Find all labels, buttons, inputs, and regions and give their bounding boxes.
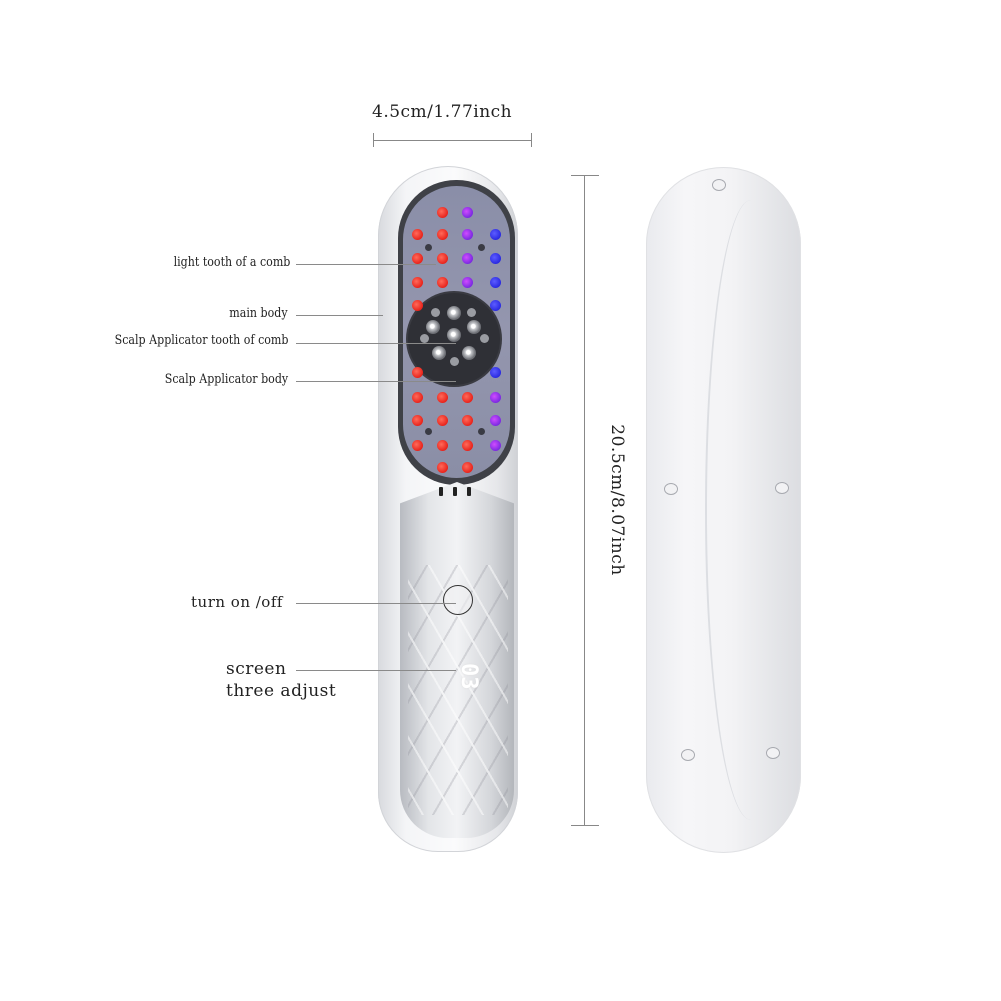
width-dimension-line [373, 140, 532, 141]
led-tooth [412, 229, 423, 240]
callout-applicator-body-leader [296, 381, 456, 382]
led-tooth [437, 277, 448, 288]
led-tooth [412, 392, 423, 403]
led-tooth [490, 229, 501, 240]
applicator-tooth [467, 308, 476, 317]
screw-hole [664, 483, 678, 495]
led-tooth [412, 300, 423, 311]
callout-light-tooth-label: light tooth of a comb [173, 255, 290, 270]
callout-main-body-label: main body [229, 306, 288, 321]
screw-hole [681, 749, 695, 761]
applicator-tooth [467, 320, 481, 334]
vent-slot [439, 487, 443, 496]
callout-screen-label-line2: three adjust [226, 681, 337, 701]
applicator-tooth [420, 334, 429, 343]
callout-screen-leader [296, 670, 456, 671]
sensor-dot [478, 244, 485, 251]
led-tooth [490, 253, 501, 264]
callout-screen-label-line1: screen [226, 659, 287, 679]
led-tooth [490, 440, 501, 451]
height-tick-top [571, 175, 599, 176]
vent-slot [467, 487, 471, 496]
width-tick-right [531, 133, 532, 147]
led-tooth [490, 277, 501, 288]
applicator-tooth [450, 357, 459, 366]
width-dimension-label: 4.5cm/1.77inch [372, 102, 513, 122]
led-tooth [437, 253, 448, 264]
led-tooth [437, 440, 448, 451]
led-tooth [462, 462, 473, 473]
led-tooth [462, 440, 473, 451]
led-tooth [412, 415, 423, 426]
width-tick-left [373, 133, 374, 147]
led-tooth [490, 415, 501, 426]
led-tooth [437, 392, 448, 403]
callout-light-tooth-leader [296, 264, 436, 265]
led-tooth [462, 415, 473, 426]
led-tooth [437, 207, 448, 218]
led-tooth [412, 367, 423, 378]
led-tooth [462, 229, 473, 240]
applicator-tooth [431, 308, 440, 317]
callout-applicator-tooth-leader [296, 343, 456, 344]
led-tooth [412, 277, 423, 288]
sensor-dot [425, 428, 432, 435]
vent-slot [453, 487, 457, 496]
led-tooth [462, 392, 473, 403]
callout-applicator-body-label: Scalp Applicator body [164, 372, 288, 387]
led-tooth [437, 229, 448, 240]
applicator-tooth [462, 346, 476, 360]
applicator-tooth [480, 334, 489, 343]
led-tooth [462, 277, 473, 288]
screw-hole [766, 747, 780, 759]
callout-applicator-tooth-label: Scalp Applicator tooth of comb [114, 333, 288, 348]
applicator-tooth [432, 346, 446, 360]
led-tooth [490, 367, 501, 378]
led-tooth [462, 207, 473, 218]
power-button[interactable] [443, 585, 473, 615]
callout-power-leader [296, 603, 456, 604]
screw-hole [775, 482, 789, 494]
applicator-tooth [447, 328, 461, 342]
height-tick-bottom [571, 825, 599, 826]
led-tooth [412, 253, 423, 264]
height-dimension-label: 20.5cm/8.07inch [607, 424, 627, 576]
sensor-dot [425, 244, 432, 251]
level-display: 03 [456, 663, 481, 690]
led-tooth [490, 392, 501, 403]
callout-power-label: turn on /off [191, 593, 283, 611]
led-tooth [490, 300, 501, 311]
height-dimension-line [584, 175, 585, 826]
screw-hole [712, 179, 726, 191]
sensor-dot [478, 428, 485, 435]
applicator-tooth [447, 306, 461, 320]
back-contour-line [705, 200, 797, 820]
applicator-tooth [426, 320, 440, 334]
led-tooth [462, 253, 473, 264]
callout-main-body-leader [296, 315, 383, 316]
led-tooth [412, 440, 423, 451]
handle-lower-body [400, 482, 514, 838]
led-tooth [437, 462, 448, 473]
led-tooth [437, 415, 448, 426]
